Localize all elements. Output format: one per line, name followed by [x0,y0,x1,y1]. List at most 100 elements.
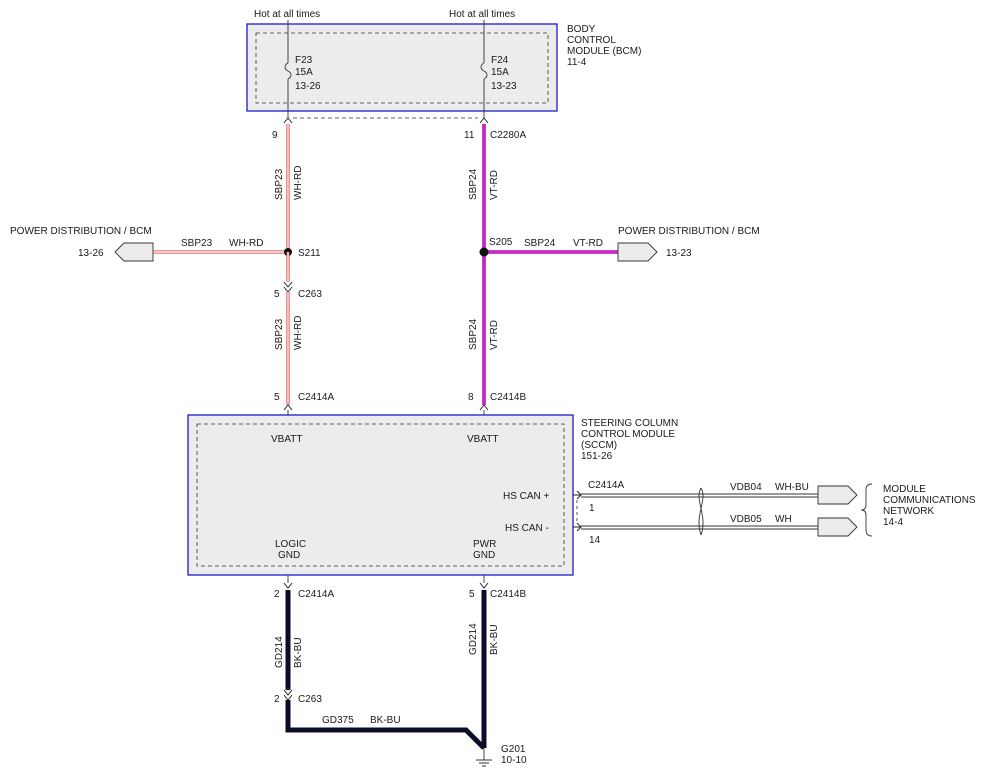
c2414b-top-name: C2414B [490,392,526,403]
wire-sbp23-lower-circuit: SBP23 [274,318,285,350]
wire-sbp24-lower-color: VT-RD [489,320,500,350]
pin-9-label: 9 [272,130,278,141]
wire-sbp24-lower-circuit: SBP24 [468,318,479,350]
wire-sbp23-upper-color: WH-RD [293,166,304,200]
fuse-f23-id: F23 [295,55,313,66]
bcm-page-ref[interactable]: 11-4 [567,57,587,68]
sccm-logic-label: LOGIC [275,539,306,550]
connector-chevron-icon [283,404,293,411]
wire-gd214-right-color: BK-BU [489,624,500,655]
wire-sbp23-upper-circuit: SBP23 [274,168,285,200]
c2280a-label: C2280A [490,130,526,141]
wire-gd375-color: BK-BU [370,715,401,726]
wire-vdb05-color: WH [775,514,792,525]
connector-c263-icon [283,281,293,293]
bcm-box [246,23,558,112]
power-dist-right-connector-icon[interactable] [617,242,658,262]
power-dist-left-title: POWER DISTRIBUTION / BCM [10,226,152,237]
c2414b-bottom-name: C2414B [490,589,526,600]
can-minus-pin: 14 [589,535,601,546]
fuse-f23-rating: 15A [295,67,313,78]
c2414a-bottom-pin: 2 [274,589,280,600]
connector-chevron-icon [479,582,489,589]
wire-sbp23-branch-color: WH-RD [229,238,263,249]
fuse-f23-ref[interactable]: 13-26 [295,81,321,92]
bcm-name-1: BODY [567,24,596,35]
network-name-1: MODULE [883,484,926,495]
can-minus-pin-icon [573,522,582,532]
can-connector-name: C2414A [588,480,624,491]
ground-icon [476,748,492,767]
splice-s205-label: S205 [489,237,513,248]
network-ref[interactable]: 14-4 [883,517,903,528]
sccm-box [187,414,574,576]
c263-lower-pin: 2 [274,694,280,705]
c2414a-bottom-name: C2414A [298,589,334,600]
wire-vdb04-circuit: VDB04 [730,482,762,493]
power-dist-left-ref[interactable]: 13-26 [78,248,104,259]
connector-c263-lower-icon [283,689,293,701]
sccm-name-1: STEERING COLUMN [581,418,678,429]
network-name-3: NETWORK [883,506,934,517]
bcm-name-2: CONTROL [567,35,616,46]
sccm-inner-outline [196,423,565,567]
sccm-module: VBATT VBATT HS CAN + HS CAN - LOGIC GND … [187,414,678,576]
bcm-inner-outline [255,32,549,104]
wire-gd375-circuit: GD375 [322,715,354,726]
connector-chevron-icon [283,117,293,124]
bcm-module: BODY CONTROL MODULE (BCM) 11-4 F23 15A 1… [246,9,641,119]
wire-gd214-right-circuit: GD214 [468,623,479,655]
hot-label-left: Hot at all times [254,9,320,20]
c263-upper-name: C263 [298,289,322,300]
hot-label-right: Hot at all times [449,9,515,20]
can-plus-pin-icon [573,490,582,500]
fuse-f24-icon [480,20,488,118]
twisted-pair-icon [698,487,704,536]
wire-sbp24-branch-circuit: SBP24 [524,238,556,249]
fuse-f24-id: F24 [491,55,509,66]
wire-sbp24-upper-circuit: SBP24 [468,168,479,200]
wire-sbp24-upper-color: VT-RD [489,170,500,200]
wire-sbp24-branch-color: VT-RD [573,238,603,249]
wire-vdb05-circuit: VDB05 [730,514,762,525]
bcm-name-3: MODULE (BCM) [567,46,641,57]
power-dist-left-connector-icon[interactable] [114,242,154,262]
network-brace-icon [860,483,873,537]
network-connector-icon[interactable] [817,485,858,505]
sccm-name-3: (SCCM) [581,440,617,451]
can-plus-pin: 1 [589,503,595,514]
ground-name: G201 [501,744,526,755]
fuse-f24-rating: 15A [491,67,509,78]
splice-s205-dot [479,247,489,257]
sccm-name-2: CONTROL MODULE [581,429,675,440]
c2414a-top-name: C2414A [298,392,334,403]
sccm-vbatt-left: VBATT [271,434,302,445]
splice-s211-label: S211 [298,248,321,259]
wire-gd214-left-color: BK-BU [293,637,304,668]
sccm-hs-can-minus: HS CAN - [505,523,549,534]
network-connector-icon[interactable] [817,517,858,537]
connector-chevron-icon [479,404,489,411]
ground-ref[interactable]: 10-10 [501,755,527,766]
fuse-f23-icon [284,20,292,118]
c263-lower-name: C263 [298,694,322,705]
network-name-2: COMMUNICATIONS [883,495,976,506]
wire-sbp23-lower-color: WH-RD [293,316,304,350]
wire-gd214-left-circuit: GD214 [274,636,285,668]
power-dist-right-title: POWER DISTRIBUTION / BCM [618,226,760,237]
power-dist-right-ref[interactable]: 13-23 [666,248,692,259]
connector-chevron-icon [479,117,489,124]
sccm-page-ref[interactable]: 151-26 [581,451,613,462]
c263-upper-pin: 5 [274,289,280,300]
connector-chevron-icon [283,582,293,589]
sccm-pwr-gnd-label: GND [473,550,495,561]
sccm-hs-can-plus: HS CAN + [503,491,550,502]
sccm-logic-gnd-label: GND [278,550,300,561]
wire-gd375[interactable] [285,700,486,750]
fuse-f24-ref[interactable]: 13-23 [491,81,517,92]
wire-sbp23-branch-circuit: SBP23 [181,238,213,249]
pin-11-label: 11 [464,130,475,141]
sccm-vbatt-right: VBATT [467,434,498,445]
sccm-pwr-label: PWR [473,539,496,550]
